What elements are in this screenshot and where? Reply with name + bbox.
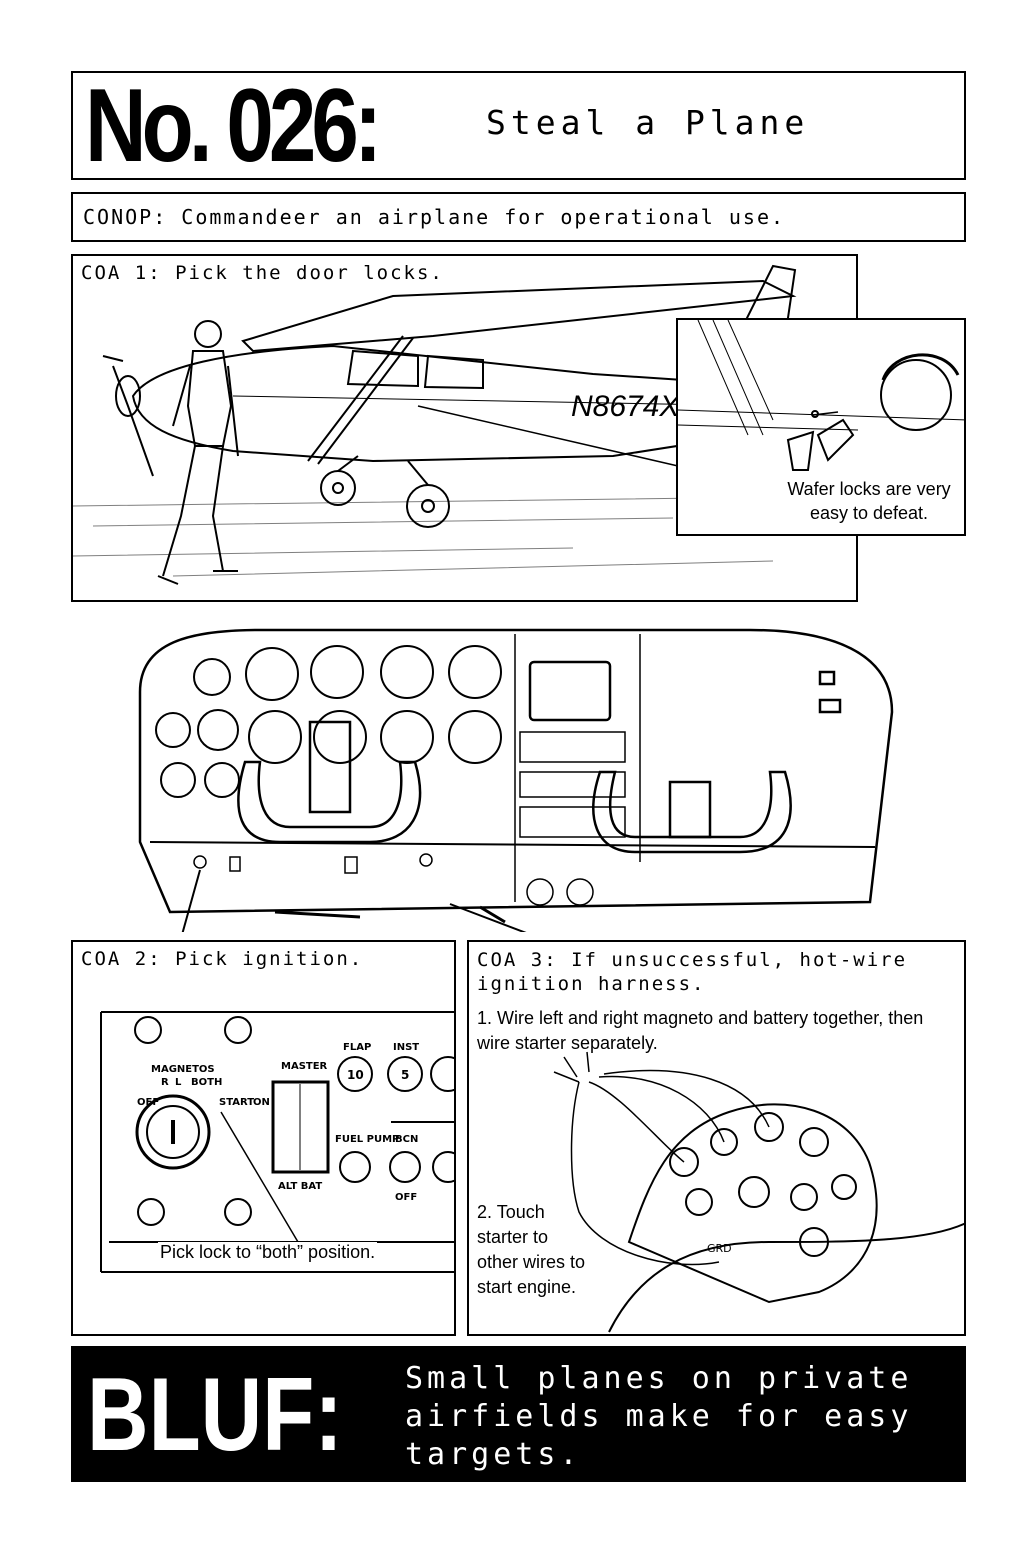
inst-label: INST: [393, 1042, 419, 1053]
title-number: No. 026:: [85, 68, 382, 184]
gauge-row-1: [193, 645, 502, 701]
ignition-harness-illustration: GRD: [553, 1051, 964, 1333]
master-label: MASTER: [281, 1061, 328, 1072]
magnetos-label: MAGNETOS: [151, 1064, 215, 1075]
title-box: No. 026: Steal a Plane: [71, 68, 966, 184]
flap-label: FLAP: [343, 1042, 371, 1053]
bluf-box: BLUF: Small planes on private airfields …: [71, 1346, 966, 1482]
on-label: ON: [253, 1097, 270, 1108]
ignition-panel-illustration: MAGNETOS R L BOTH OFF START MASTER ON AL…: [100, 1011, 454, 1273]
off-small-label: OFF: [395, 1192, 417, 1203]
magneto-both-label: BOTH: [191, 1077, 222, 1088]
magneto-r-label: R: [161, 1077, 169, 1088]
inset-caption: Wafer locks are very easy to defeat.: [774, 477, 964, 525]
coa3-step2: 2. Touch starter to other wires to start…: [477, 1202, 586, 1297]
gauge-row-2: [155, 709, 502, 798]
coa2-panel: COA 2: Pick ignition. MAGNETOS R L BOTH …: [71, 940, 456, 1336]
coa3-panel: COA 3: If unsuccessful, hot-wire ignitio…: [467, 940, 966, 1336]
coa2-label: COA 2: Pick ignition.: [81, 948, 364, 970]
conop-text: CONOP: Commandeer an airplane for operat…: [83, 205, 786, 229]
magneto-l-label: L: [175, 1077, 182, 1088]
bluf-text: Small planes on private airfields make f…: [405, 1361, 913, 1472]
tail-number: N8674X: [571, 390, 680, 423]
instrument-panel-illustration: [138, 628, 894, 932]
inst-breaker-value: 5: [401, 1068, 409, 1082]
flap-breaker-value: 10: [347, 1068, 364, 1082]
conop-box: CONOP: Commandeer an airplane for operat…: [71, 192, 966, 242]
door-lock-inset: Wafer locks are very easy to defeat.: [676, 318, 966, 536]
bcn-label: BCN: [395, 1134, 418, 1145]
magneto-off-label: OFF: [137, 1097, 159, 1108]
coa3-label: COA 3: If unsuccessful, hot-wire ignitio…: [477, 949, 908, 995]
grd-label: GRD: [707, 1242, 732, 1255]
alt-bat-label: ALT BAT: [278, 1181, 322, 1192]
coa3-step1: 1. Wire left and right magneto and batte…: [477, 1008, 924, 1053]
coa1-label: COA 1: Pick the door locks.: [81, 262, 444, 284]
fuel-pump-label: FUEL PUMP: [335, 1134, 399, 1145]
magneto-start-label: START: [219, 1097, 254, 1108]
title-text: Steal a Plane: [486, 103, 810, 142]
coa2-caption: Pick lock to “both” position.: [158, 1242, 378, 1263]
bluf-label: BLUF:: [87, 1357, 343, 1473]
lock-picking-illustration: [678, 320, 964, 471]
